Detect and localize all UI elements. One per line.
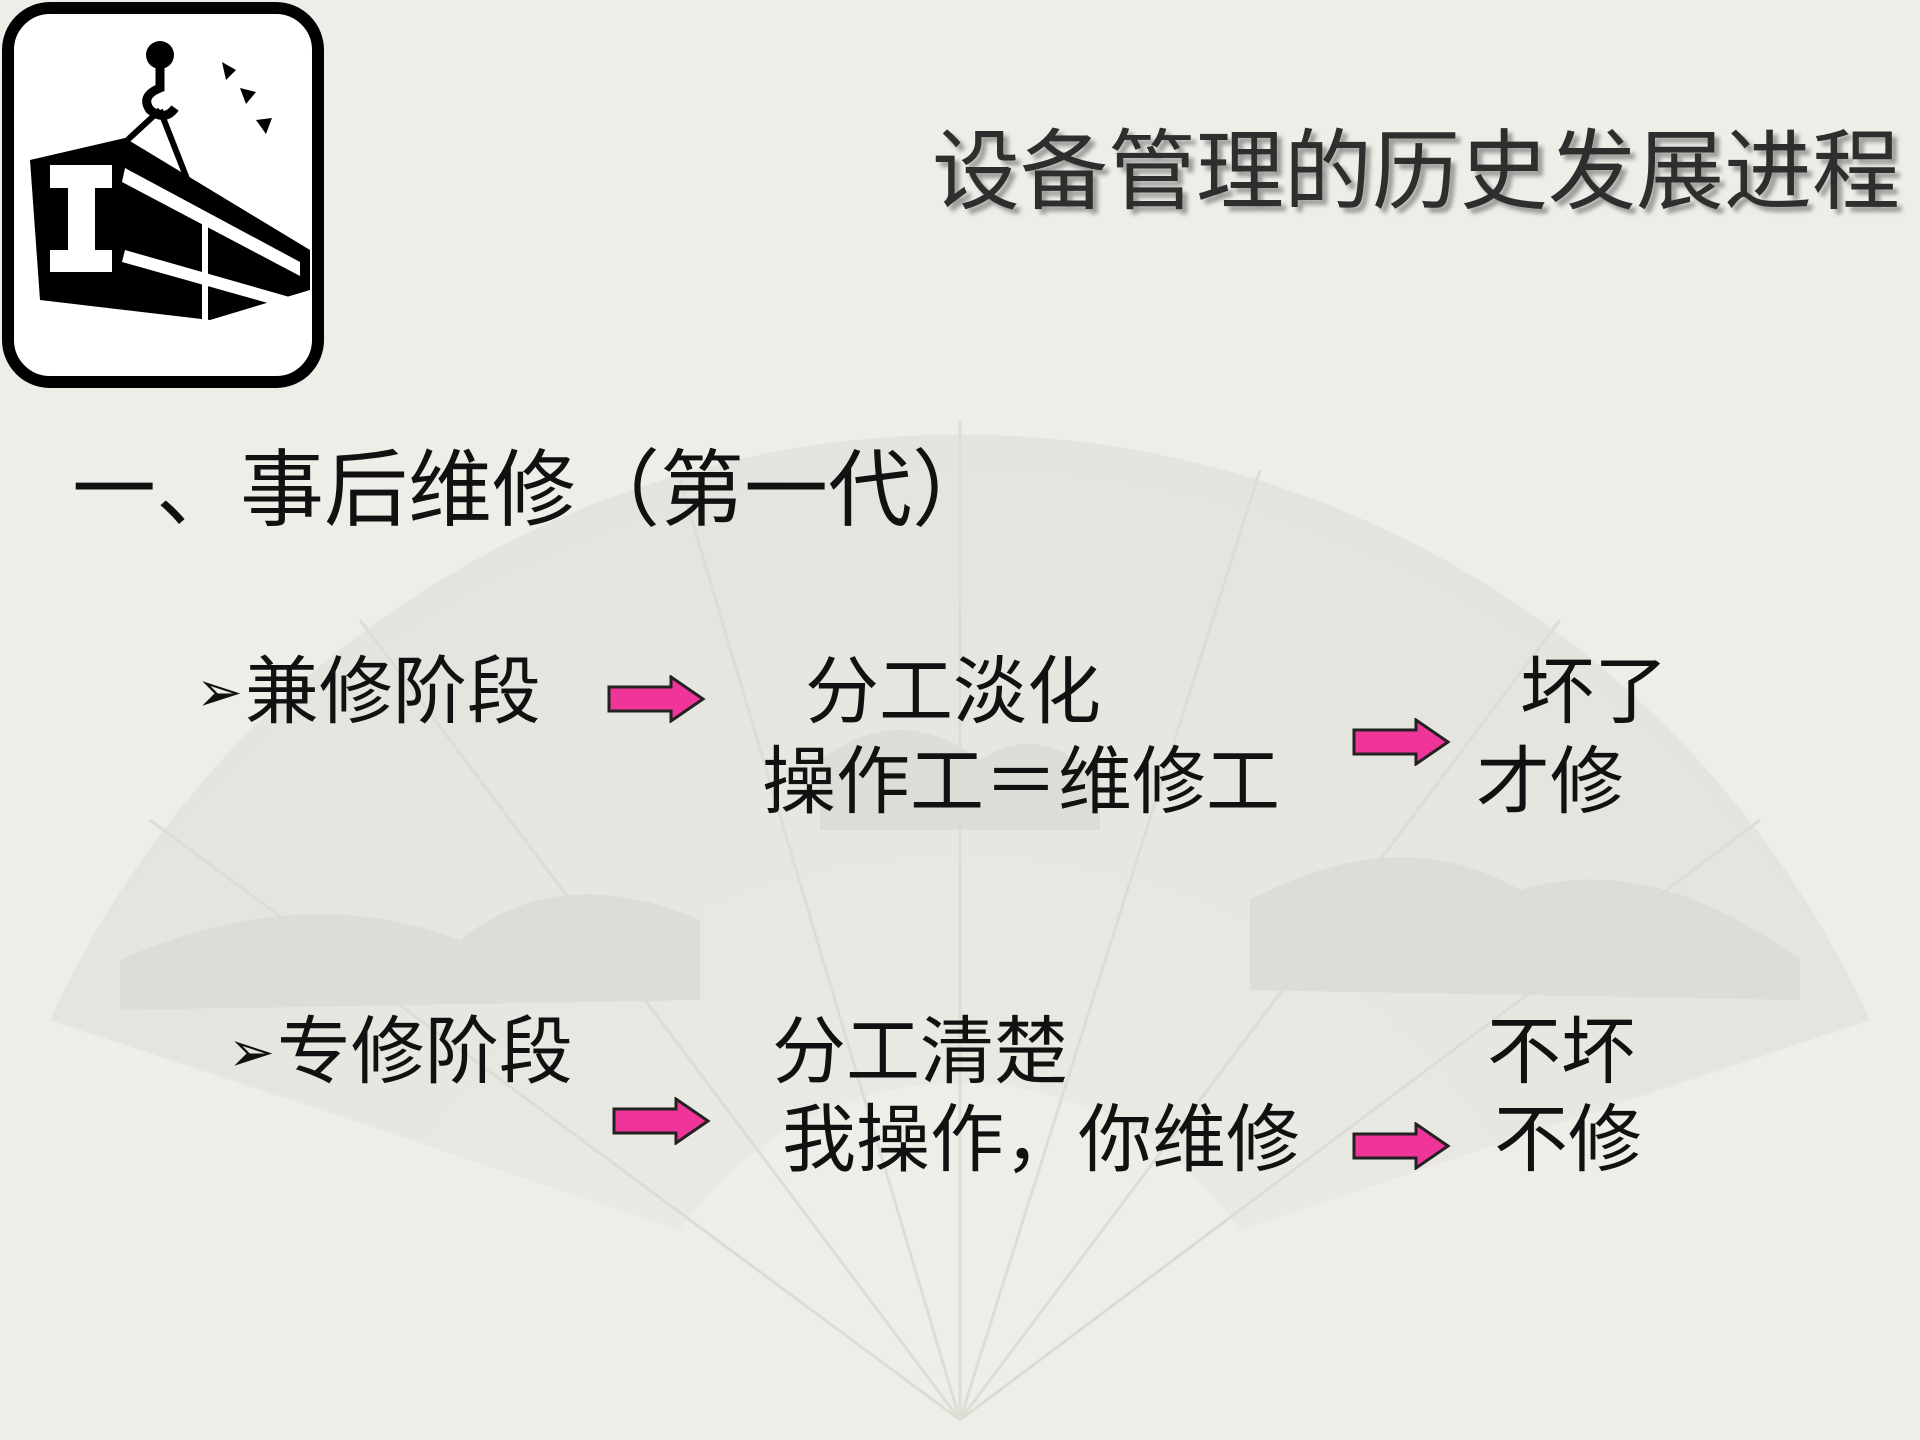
crane-hook-i-beam-logo-icon <box>2 2 324 388</box>
stage1-result-line1: 坏了 <box>1520 649 1668 735</box>
stage2-middle-line2: 我操作，你维修 <box>782 1097 1300 1183</box>
stage1-label-row: ➢兼修阶段 <box>196 655 541 729</box>
stage1-result-line2: 才修 <box>1476 739 1624 825</box>
stage2-arrow-icon <box>612 1097 711 1145</box>
stage1-result-arrow-icon <box>1352 718 1451 766</box>
stage2-label: 专修阶段 <box>276 1009 573 1095</box>
stage2-bullet-arrow-icon: ➢ <box>228 1020 275 1085</box>
stage2-label-row: ➢专修阶段 <box>228 1015 573 1089</box>
stage1-arrow-icon <box>607 675 706 723</box>
stage1-bullet-arrow-icon: ➢ <box>196 660 243 725</box>
section-heading: 一、事后维修（第一代） <box>72 441 997 539</box>
stage2-result-line1: 不坏 <box>1487 1009 1635 1095</box>
stage2-result-line2: 不修 <box>1494 1097 1642 1183</box>
stage2-result-arrow-icon <box>1352 1122 1451 1170</box>
stage2-middle-line1: 分工清楚 <box>772 1009 1068 1095</box>
stage1-middle-line2: 操作工＝维修工 <box>762 739 1280 825</box>
slide-title: 设备管理的历史发展进程 <box>931 120 1900 223</box>
stage1-middle-line1: 分工淡化 <box>805 649 1101 735</box>
stage1-label: 兼修阶段 <box>244 649 541 735</box>
